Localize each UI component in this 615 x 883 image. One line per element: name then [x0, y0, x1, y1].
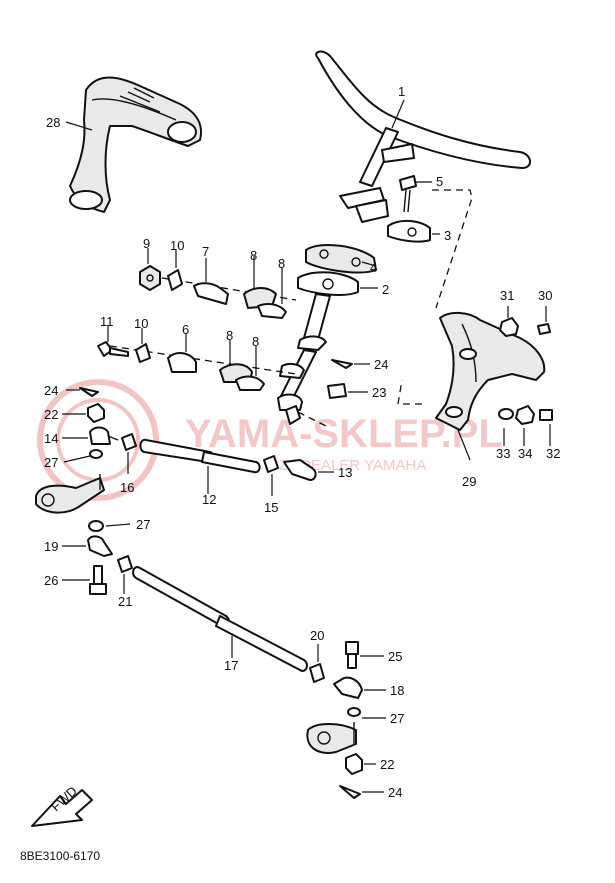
nut-part-34	[515, 405, 535, 446]
callout-9: 9	[143, 236, 150, 251]
lever-arm-left	[35, 474, 105, 514]
callout-8-d: 8	[252, 334, 259, 349]
nut-part-22-left	[62, 403, 105, 423]
rod-part-17	[132, 566, 308, 672]
clamp-part-6	[167, 334, 197, 373]
clamp-part-8-top-b	[257, 268, 287, 319]
callout-27-b: 27	[136, 517, 150, 532]
callout-7: 7	[202, 244, 209, 259]
callout-5: 5	[436, 174, 443, 189]
locknut-part-21	[117, 555, 133, 594]
washer-part-10-mid	[135, 328, 151, 363]
nut-part-9	[139, 248, 161, 291]
callout-19: 19	[44, 539, 58, 554]
callout-28: 28	[46, 115, 60, 130]
callout-14: 14	[44, 431, 58, 446]
bolt-part-11	[97, 326, 129, 357]
callout-18: 18	[390, 683, 404, 698]
crown-part-2	[297, 271, 378, 296]
clamp-part-8-top-a	[243, 256, 277, 309]
callout-29: 29	[462, 474, 476, 489]
fwd-arrow-icon: FWD	[31, 783, 93, 827]
callout-8-a: 8	[250, 248, 257, 263]
callout-12: 12	[202, 492, 216, 507]
callout-34: 34	[518, 446, 532, 461]
callout-26: 26	[44, 573, 58, 588]
bolt-part-5	[399, 175, 432, 213]
diagram-footer-code: 8BE3100-6170	[20, 849, 100, 863]
grip-cover-part-28	[65, 76, 202, 213]
callout-13: 13	[338, 465, 352, 480]
clip-part-24-right	[339, 785, 384, 799]
bolt-part-30	[537, 306, 551, 335]
callout-15: 15	[264, 500, 278, 515]
ball-joint-part-13	[283, 459, 334, 481]
callout-31: 31	[500, 288, 514, 303]
callout-27-a: 27	[44, 455, 58, 470]
callout-2: 2	[382, 282, 389, 297]
bolt-part-25	[345, 641, 384, 669]
callout-20: 20	[310, 628, 324, 643]
washer-part-27-left	[63, 449, 103, 463]
rod-part-12	[139, 438, 261, 494]
nut-part-23	[327, 383, 368, 399]
callout-33: 33	[496, 446, 510, 461]
lever-arm-right	[306, 722, 357, 754]
washer-part-10-top	[167, 250, 183, 291]
callout-24-upper: 24	[374, 357, 388, 372]
callout-16: 16	[120, 480, 134, 495]
callout-10-a: 10	[170, 238, 184, 253]
callout-17: 17	[224, 658, 238, 673]
callout-8-b: 8	[278, 256, 285, 271]
callout-10-b: 10	[134, 316, 148, 331]
bolt-part-32	[539, 409, 553, 446]
callout-22-right: 22	[380, 757, 394, 772]
callout-24-left: 24	[44, 383, 58, 398]
callout-1: 1	[398, 84, 405, 99]
callout-27-c: 27	[390, 711, 404, 726]
callout-30: 30	[538, 288, 552, 303]
clamp-part-3	[387, 220, 440, 243]
callout-22-left: 22	[44, 407, 58, 422]
callout-25: 25	[388, 649, 402, 664]
nut-part-22-right	[345, 753, 376, 775]
steering-column	[277, 293, 331, 425]
ball-joint-part-18	[333, 676, 386, 699]
callout-24-right: 24	[388, 785, 402, 800]
clip-part-24-left	[66, 387, 99, 397]
bolt-part-26	[62, 565, 107, 595]
callout-8-c: 8	[226, 328, 233, 343]
clamp-part-8-mid-b	[235, 346, 265, 391]
callout-4: 4	[370, 260, 377, 275]
bracket-part-29	[435, 312, 546, 461]
callout-labels: 1 2 3 4 5 6 7 8 8 8 8 9 10 10 11 12 13 1…	[44, 84, 560, 800]
washer-part-33	[498, 408, 514, 446]
washer-part-27-right	[347, 707, 386, 719]
callout-3: 3	[444, 228, 451, 243]
locknut-part-15	[263, 455, 279, 496]
locknut-part-20	[309, 644, 325, 683]
ball-joint-part-19	[62, 535, 113, 557]
nut-part-31	[499, 306, 519, 337]
clamp-part-7	[193, 258, 229, 305]
clip-part-24-upper	[331, 359, 370, 369]
callout-6: 6	[182, 322, 189, 337]
callout-32: 32	[546, 446, 560, 461]
bracket-part-4	[305, 243, 377, 274]
ball-joint-part-14	[62, 426, 119, 445]
callout-21: 21	[118, 594, 132, 609]
callout-23: 23	[372, 385, 386, 400]
locknut-part-16	[121, 433, 137, 474]
washer-part-27-lower	[88, 520, 131, 532]
handlebar-part-1	[315, 50, 531, 223]
callout-11: 11	[100, 314, 114, 329]
